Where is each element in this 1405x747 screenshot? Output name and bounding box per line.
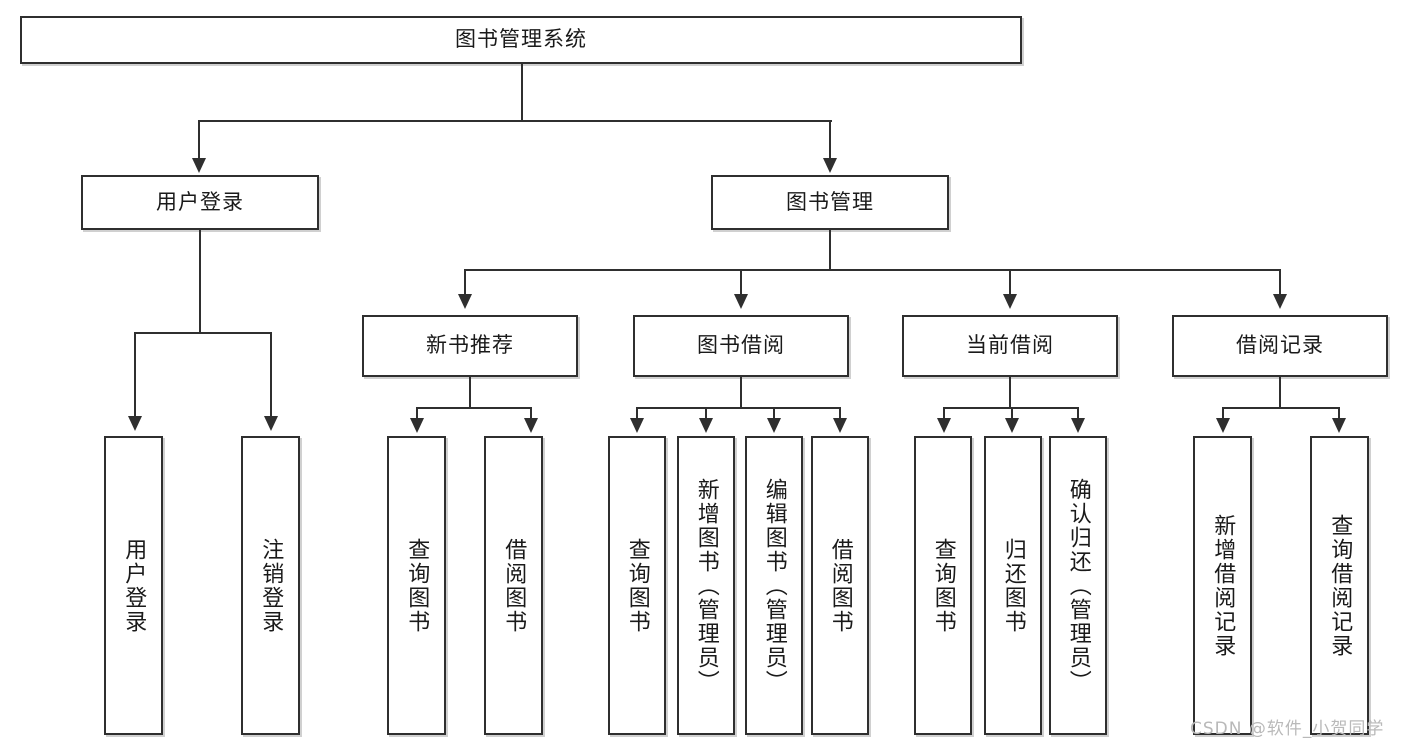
connector-drop-book-borrow	[740, 269, 742, 296]
arrow-current-borrow-leaf-3	[1071, 418, 1085, 433]
connector-current-borrow-drop-3	[1077, 407, 1079, 419]
leaf-query-book-new[interactable]: 查询图书	[387, 436, 446, 735]
node-label: 当前借阅	[966, 333, 1054, 358]
node-label: 查询图书	[404, 537, 430, 634]
connector-drop-borrow-record	[1279, 269, 1281, 296]
node-root-book-management-system[interactable]: 图书管理系统	[20, 16, 1022, 64]
node-label: 查询图书	[624, 537, 650, 634]
connector-current-borrow-stem	[1009, 377, 1011, 409]
arrow-root-to-book-management	[823, 158, 837, 173]
connector-book-borrow-stem	[740, 377, 742, 409]
arrow-current-borrow-leaf-2	[1005, 418, 1019, 433]
node-label: 查询图书	[930, 537, 956, 634]
leaf-add-book-admin[interactable]: 新增图书（管理员）	[677, 436, 735, 735]
arrow-to-book-borrow	[734, 294, 748, 309]
connector-user-login-drop-2	[270, 332, 272, 418]
node-label: 新增图书（管理员）	[693, 477, 719, 694]
node-book-management[interactable]: 图书管理	[711, 175, 949, 230]
node-current-borrow[interactable]: 当前借阅	[902, 315, 1118, 377]
connector-borrow-record-stem	[1279, 377, 1281, 409]
node-label: 注销登录	[258, 537, 284, 634]
connector-root-to-book-management	[829, 120, 831, 160]
arrow-to-borrow-record	[1273, 294, 1287, 309]
connector-book-borrow-drop-3	[773, 407, 775, 419]
leaf-query-book-current[interactable]: 查询图书	[914, 436, 972, 735]
node-label: 图书借阅	[697, 333, 785, 358]
node-label: 图书管理系统	[455, 27, 587, 52]
node-label: 编辑图书（管理员）	[761, 477, 787, 694]
leaf-edit-book-admin[interactable]: 编辑图书（管理员）	[745, 436, 803, 735]
connector-drop-current-borrow	[1009, 269, 1011, 296]
leaf-borrow-book-new[interactable]: 借阅图书	[484, 436, 543, 735]
connector-level3-bus	[464, 269, 1281, 271]
node-borrow-record[interactable]: 借阅记录	[1172, 315, 1388, 377]
node-book-borrow[interactable]: 图书借阅	[633, 315, 849, 377]
arrow-book-borrow-leaf-4	[833, 418, 847, 433]
arrow-borrow-record-leaf-2	[1332, 418, 1346, 433]
arrow-book-borrow-leaf-1	[630, 418, 644, 433]
connector-user-login-stem	[199, 230, 201, 334]
arrow-book-borrow-leaf-3	[767, 418, 781, 433]
connector-book-borrow-drop-1	[636, 407, 638, 419]
node-label: 新书推荐	[426, 333, 514, 358]
connector-new-book-bus	[416, 407, 532, 409]
connector-user-login-bus	[134, 332, 272, 334]
node-new-book-recommend[interactable]: 新书推荐	[362, 315, 578, 377]
leaf-return-book[interactable]: 归还图书	[984, 436, 1042, 735]
node-label: 借阅图书	[501, 537, 527, 634]
connector-current-borrow-drop-2	[1011, 407, 1013, 419]
node-label: 借阅记录	[1236, 333, 1324, 358]
node-label: 借阅图书	[827, 537, 853, 634]
connector-book-borrow-drop-2	[705, 407, 707, 419]
node-label: 图书管理	[786, 189, 874, 214]
connector-root-to-user-login	[198, 120, 200, 160]
node-label: 查询借阅记录	[1327, 513, 1353, 658]
leaf-confirm-return-admin[interactable]: 确认归还（管理员）	[1049, 436, 1107, 735]
node-user-login[interactable]: 用户登录	[81, 175, 319, 230]
leaf-user-login[interactable]: 用户登录	[104, 436, 163, 735]
node-label: 新增借阅记录	[1210, 513, 1236, 658]
connector-book-management-stem	[829, 230, 831, 271]
node-label: 确认归还（管理员）	[1065, 477, 1091, 694]
connector-user-login-drop-1	[134, 332, 136, 418]
connector-root-stem	[521, 64, 523, 121]
connector-borrow-record-bus	[1222, 407, 1340, 409]
leaf-add-borrow-record[interactable]: 新增借阅记录	[1193, 436, 1252, 735]
connector-borrow-record-drop-2	[1338, 407, 1340, 419]
node-label: 归还图书	[1000, 537, 1026, 634]
arrow-root-to-user-login	[192, 158, 206, 173]
leaf-query-borrow-record[interactable]: 查询借阅记录	[1310, 436, 1369, 735]
leaf-borrow-book[interactable]: 借阅图书	[811, 436, 869, 735]
connector-current-borrow-drop-1	[943, 407, 945, 419]
connector-new-book-drop-1	[416, 407, 418, 419]
arrow-to-current-borrow	[1003, 294, 1017, 309]
connector-book-borrow-bus	[636, 407, 841, 409]
node-label: 用户登录	[156, 189, 244, 214]
connector-drop-new-book	[464, 269, 466, 296]
arrow-book-borrow-leaf-2	[699, 418, 713, 433]
connector-borrow-record-drop-1	[1222, 407, 1224, 419]
arrow-borrow-record-leaf-1	[1216, 418, 1230, 433]
arrow-new-book-leaf-1	[410, 418, 424, 433]
arrow-user-login-leaf-1	[128, 416, 142, 431]
arrow-new-book-leaf-2	[524, 418, 538, 433]
arrow-to-new-book	[458, 294, 472, 309]
leaf-query-book-borrow[interactable]: 查询图书	[608, 436, 666, 735]
connector-book-borrow-drop-4	[839, 407, 841, 419]
connector-new-book-stem	[469, 377, 471, 409]
node-label: 用户登录	[121, 537, 147, 634]
connector-new-book-drop-2	[530, 407, 532, 419]
arrow-user-login-leaf-2	[264, 416, 278, 431]
connector-root-bus	[198, 120, 832, 122]
leaf-logout[interactable]: 注销登录	[241, 436, 300, 735]
arrow-current-borrow-leaf-1	[937, 418, 951, 433]
